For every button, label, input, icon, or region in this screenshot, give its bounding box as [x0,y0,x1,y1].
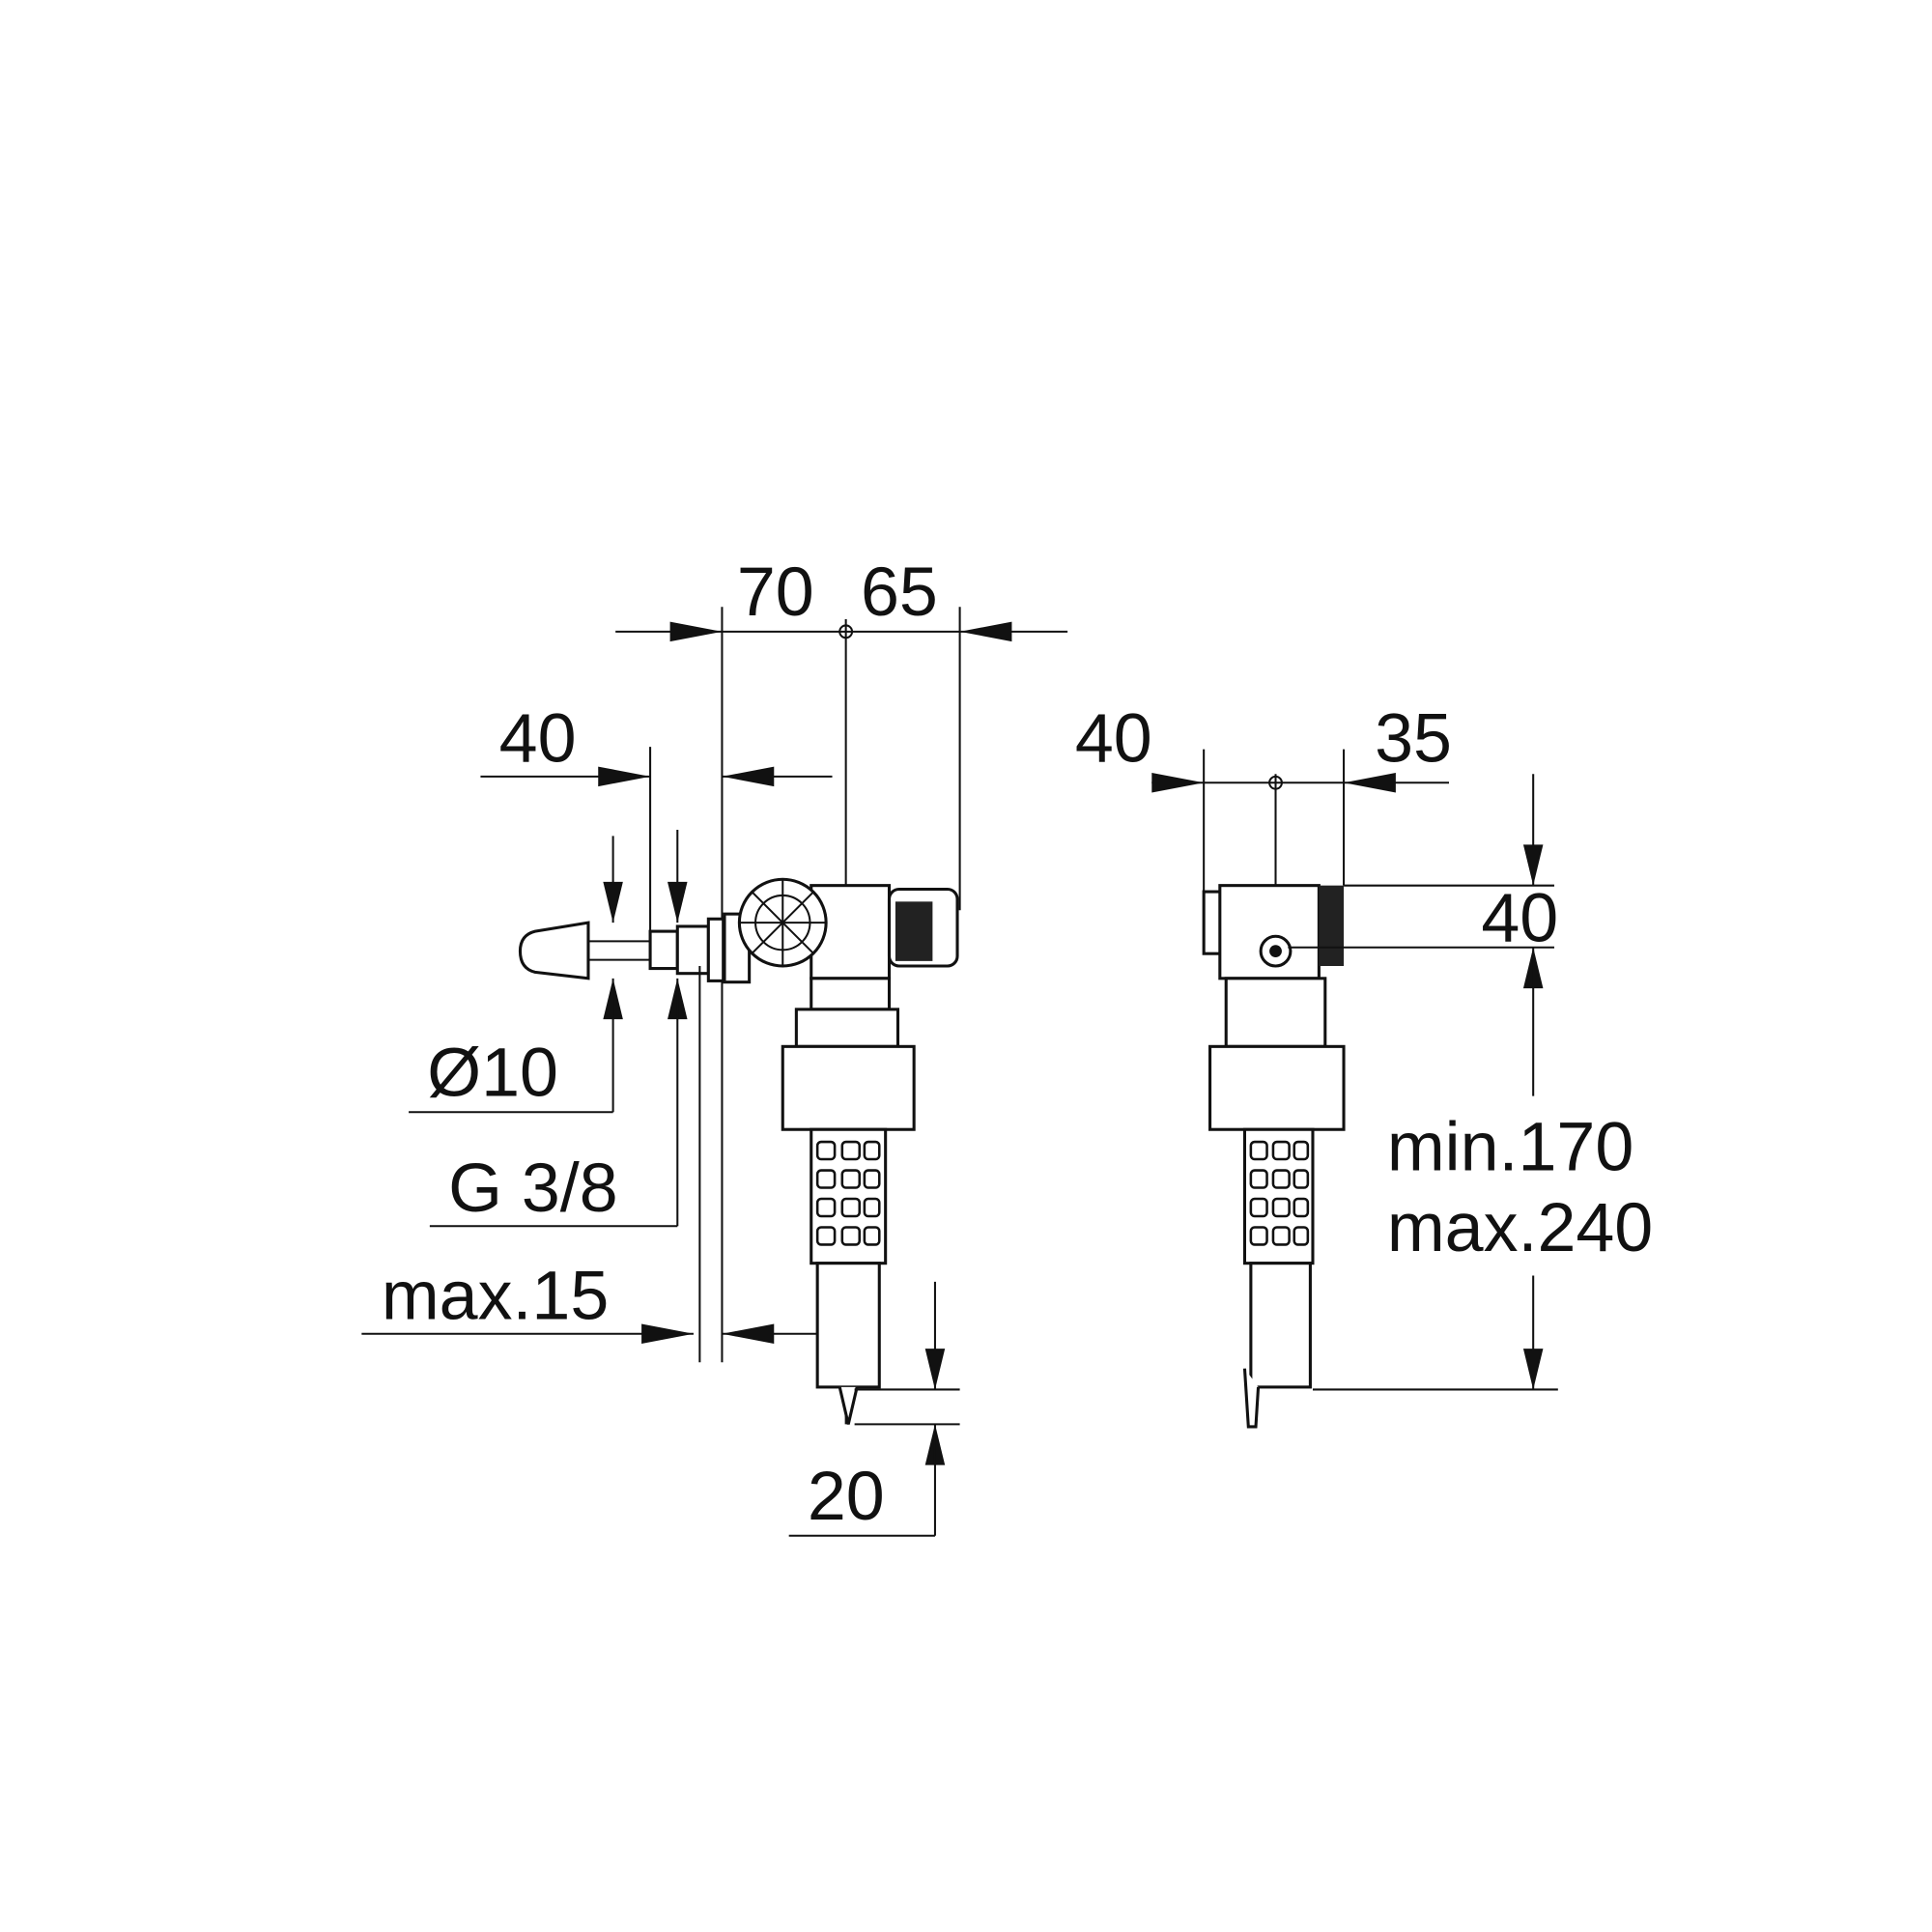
dim-max-label: max.240 [1387,1189,1653,1266]
dim-40-label: 40 [499,699,577,777]
right-view: 40 35 [1075,699,1653,1429]
left-view: 70 65 40 Ø10 [361,554,1068,1537]
valve-front-view [1202,884,1346,1429]
dim-20-label: 20 [808,1458,885,1535]
dim-max15-label: max.15 [382,1257,609,1334]
dim-40-height-label: 40 [1481,879,1558,956]
dim-min-label: min.170 [1387,1109,1634,1186]
dimension-40: 40 [480,699,833,942]
dimension-thread: G 3/8 [429,829,688,1228]
dim-40-left-label: 40 [1075,699,1152,777]
dimension-height: 40 min.170 max.240 [1288,774,1653,1391]
dimension-max15: max.15 [361,966,828,1363]
pipe-cap [518,921,590,980]
dim-thread-label: G 3/8 [448,1150,618,1227]
dim-70-label: 70 [737,554,814,631]
valve-side-view [723,877,959,1425]
center-mark-icon [1268,775,1283,790]
dimension-40-35: 40 35 [1075,699,1452,979]
center-mark-icon [838,624,854,639]
dim-65-label: 65 [861,554,938,631]
dimension-20: 20 [788,1281,960,1537]
dim-35-label: 35 [1375,699,1452,777]
dimension-diameter: Ø10 [409,836,623,1114]
dim-diameter-label: Ø10 [427,1035,558,1112]
